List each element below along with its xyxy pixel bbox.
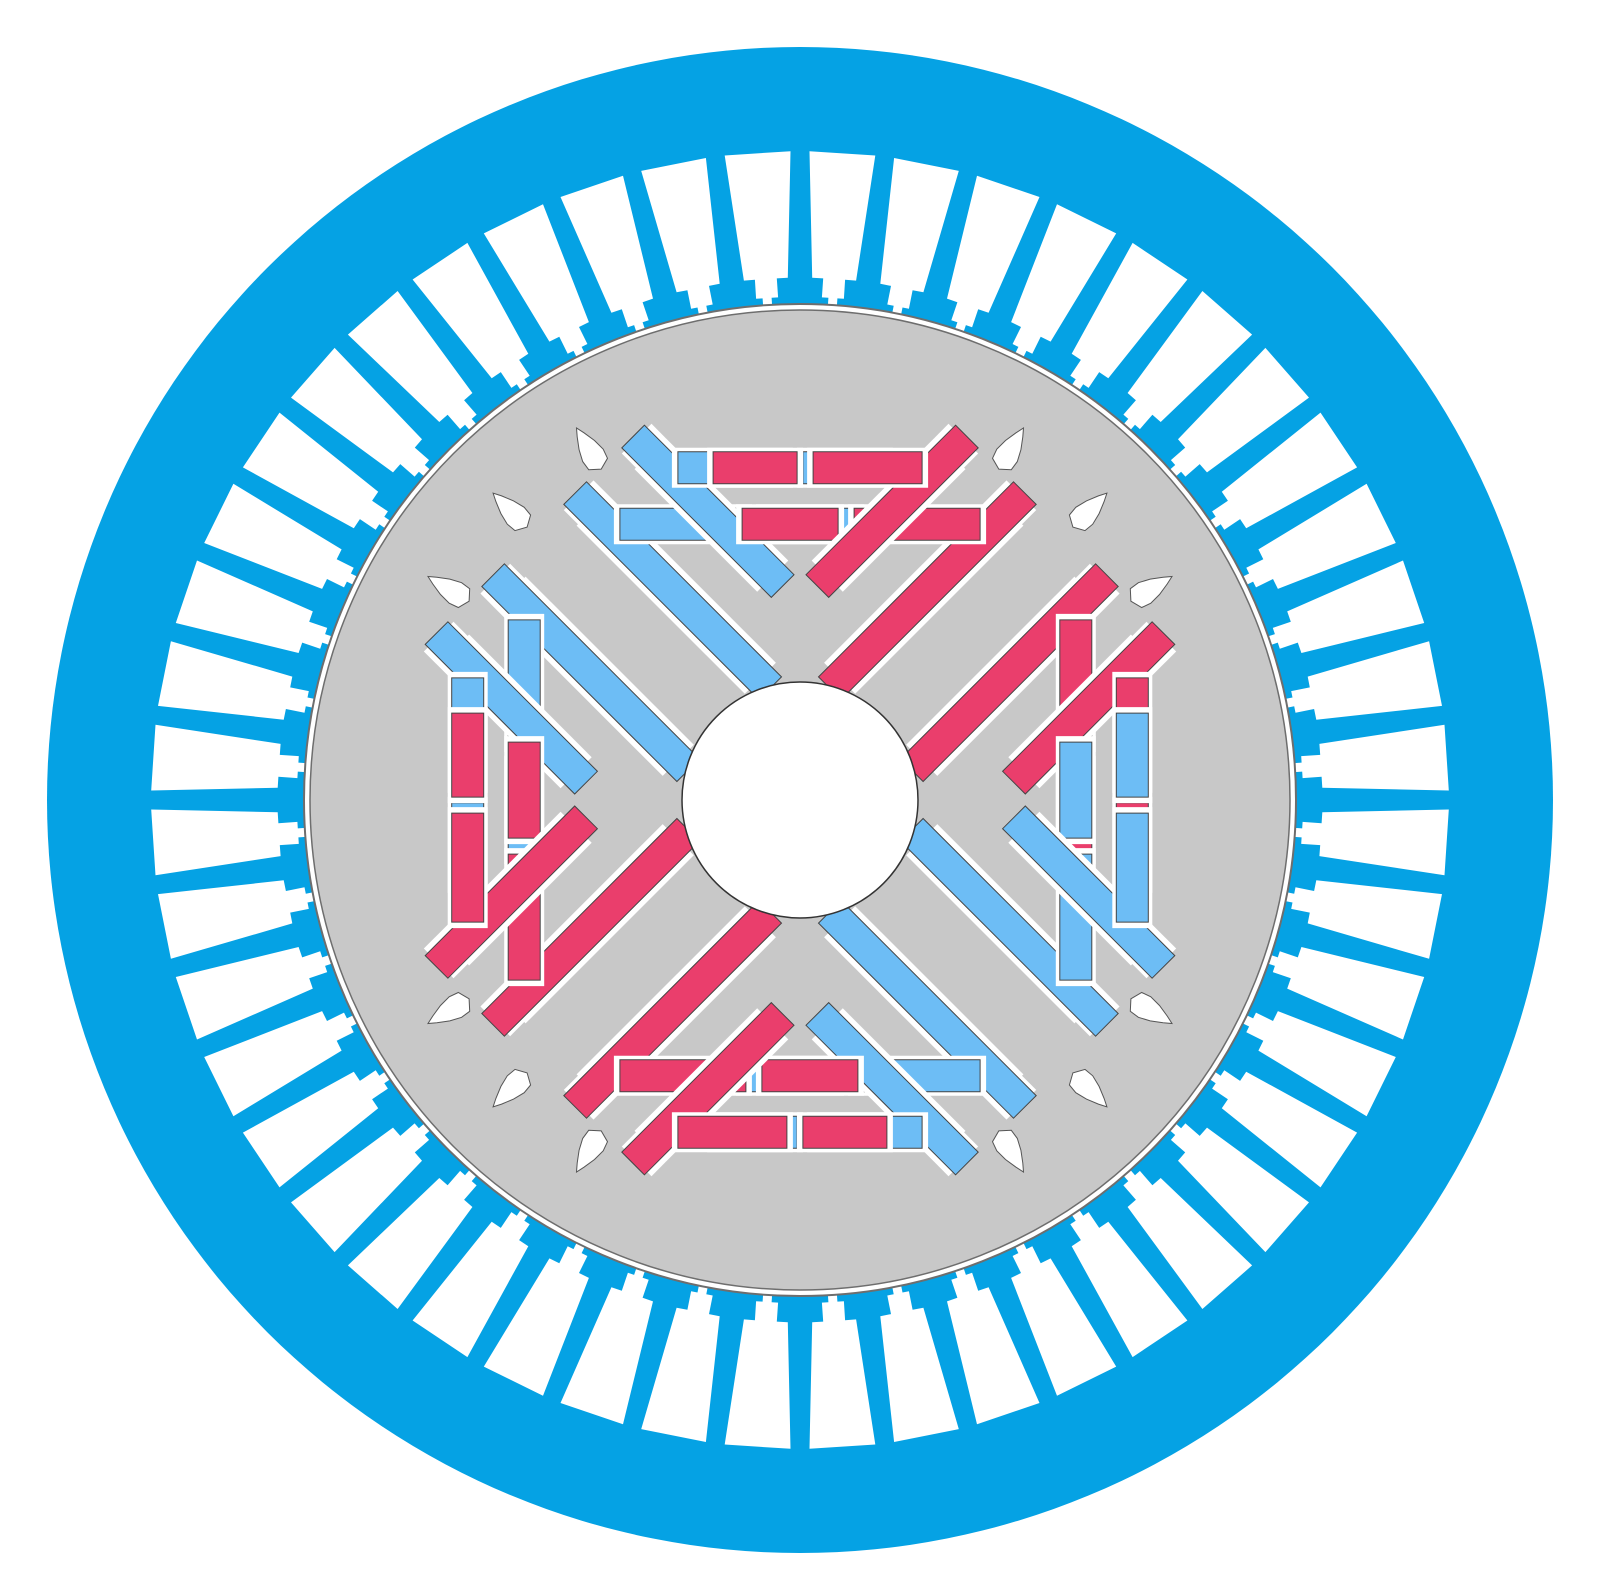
- stator-slot: [1011, 1235, 1117, 1396]
- stator-slot: [880, 158, 959, 323]
- stator-slot: [242, 1067, 397, 1188]
- stator-slot: [483, 1235, 589, 1396]
- rotor-notch: [575, 1129, 609, 1173]
- rotor-notch: [1068, 492, 1108, 532]
- stator-slot: [347, 291, 482, 437]
- magnet-segment: [451, 712, 485, 798]
- magnet-segment: [451, 812, 485, 923]
- stator-slot: [1286, 724, 1449, 791]
- stator-slot: [1067, 1203, 1188, 1358]
- stator-slot: [1118, 291, 1253, 437]
- magnet-segment: [802, 1115, 888, 1149]
- rotor-notch: [991, 427, 1025, 471]
- magnet-segment: [1001, 805, 1176, 979]
- stator-slot: [175, 560, 340, 653]
- pole-top-right: [707, 423, 1177, 893]
- stator-slot: [1260, 560, 1425, 653]
- rotor-notch: [427, 991, 471, 1025]
- stator-slot: [880, 1277, 959, 1442]
- stator-slot: [204, 1011, 365, 1117]
- magnet-segment: [805, 1001, 979, 1176]
- stator-slot: [1260, 947, 1425, 1040]
- stator-slot: [1235, 1011, 1396, 1117]
- stator-slot: [291, 347, 437, 482]
- rotor-notch: [991, 1129, 1025, 1173]
- stator-slot: [724, 1286, 791, 1449]
- rotor-notch: [492, 492, 532, 532]
- magnet-segment: [712, 451, 798, 485]
- stator-slot: [412, 1203, 533, 1358]
- stator-slot: [242, 412, 397, 533]
- stator-slot: [724, 151, 791, 314]
- stator-slot: [1277, 641, 1442, 720]
- magnet-segment: [741, 507, 839, 541]
- stator-slot: [1163, 347, 1309, 482]
- stator-slot: [809, 151, 876, 314]
- rotor-notch: [1129, 575, 1173, 609]
- stator-slot: [641, 1277, 720, 1442]
- magnet-segment: [805, 424, 979, 599]
- stator-slot: [1203, 1067, 1358, 1188]
- rotor-notch: [492, 1068, 532, 1108]
- magnet-segment: [621, 424, 795, 599]
- rotor-notch: [1129, 991, 1173, 1025]
- magnet-segment: [424, 805, 599, 979]
- rotor-notch: [427, 575, 471, 609]
- magnet-segment: [507, 741, 541, 839]
- stator-slot: [347, 1163, 482, 1309]
- shaft-hole: [681, 681, 919, 919]
- stator-slot: [158, 641, 323, 720]
- magnet-segment: [1115, 812, 1149, 923]
- magnet-segment: [761, 1059, 859, 1093]
- stator-slot: [560, 1260, 653, 1425]
- stator-slot: [560, 175, 653, 340]
- stator-slot: [1118, 1163, 1253, 1309]
- stator-slot: [809, 1286, 876, 1449]
- magnet-segment: [812, 451, 923, 485]
- magnet-segment: [424, 621, 599, 795]
- pole-bottom-left: [423, 707, 893, 1177]
- magnet-segment: [621, 1001, 795, 1176]
- stator-slot: [1163, 1118, 1309, 1253]
- rotor-notch: [1068, 1068, 1108, 1108]
- stator-slot: [1235, 483, 1396, 589]
- magnet-segment: [1001, 621, 1176, 795]
- stator-slot: [151, 809, 314, 876]
- stator-slot: [1067, 242, 1188, 397]
- stator-slot: [291, 1118, 437, 1253]
- stator-slot: [483, 204, 589, 365]
- stator-slot: [1011, 204, 1117, 365]
- magnet-segment: [1059, 741, 1093, 839]
- stator-slot: [1286, 809, 1449, 876]
- rotor: [309, 309, 1291, 1291]
- stator-slot: [1203, 412, 1358, 533]
- stator-slot: [175, 947, 340, 1040]
- stator-slot: [947, 175, 1040, 340]
- stator-slot: [1277, 880, 1442, 959]
- stator-slot: [158, 880, 323, 959]
- stator-slot: [151, 724, 314, 791]
- magnet-segment: [1115, 712, 1149, 798]
- stator-slot: [641, 158, 720, 323]
- stator-slot: [947, 1260, 1040, 1425]
- rotor-notch: [575, 427, 609, 471]
- stator-slot: [412, 242, 533, 397]
- stator-slot: [204, 483, 365, 589]
- magnet-segment: [677, 1115, 788, 1149]
